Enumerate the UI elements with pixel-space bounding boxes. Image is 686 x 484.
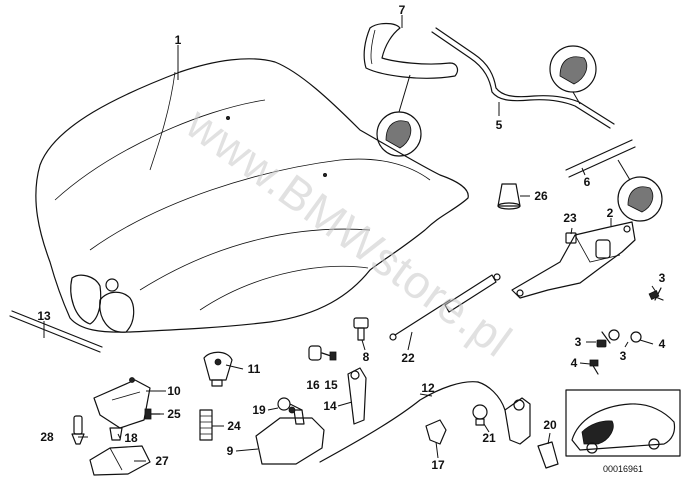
callout-25: 25 xyxy=(167,407,181,421)
part-21 xyxy=(472,404,488,426)
callout-12: 12 xyxy=(421,381,435,395)
seal-part-5 xyxy=(431,27,615,129)
callout-5: 5 xyxy=(496,118,503,132)
cable-12 xyxy=(319,381,506,463)
callout-6: 6 xyxy=(584,175,591,189)
callout-24: 24 xyxy=(227,419,241,433)
callout-labels: 1 2 3 3 3 4 4 5 6 7 8 9 10 11 12 13 14 1… xyxy=(37,3,665,472)
callout-3a: 3 xyxy=(659,271,666,285)
callout-13: 13 xyxy=(37,309,51,323)
callout-3c: 3 xyxy=(620,349,627,363)
stop-8 xyxy=(353,317,369,341)
callout-22: 22 xyxy=(401,351,415,365)
release-lever xyxy=(504,397,531,445)
cap-20 xyxy=(537,441,559,469)
callout-3b: 3 xyxy=(575,335,582,349)
callout-17: 17 xyxy=(431,458,445,472)
callout-7: 7 xyxy=(399,3,406,17)
nut-18 xyxy=(109,427,123,441)
parts-15-16 xyxy=(308,345,337,361)
seal-part-6 xyxy=(565,139,636,178)
clip-17 xyxy=(425,419,447,445)
callout-1: 1 xyxy=(175,33,182,47)
seal-profile-detail-2 xyxy=(549,45,597,105)
seal-part-7 xyxy=(363,22,459,79)
callout-16: 16 xyxy=(306,378,320,392)
callout-27: 27 xyxy=(155,454,169,468)
seal-profile-detail-3 xyxy=(617,159,663,222)
callout-23: 23 xyxy=(563,211,577,225)
callout-4b: 4 xyxy=(571,356,578,370)
reference-number: 00016961 xyxy=(603,464,643,474)
callout-19: 19 xyxy=(252,403,266,417)
callout-26: 26 xyxy=(534,189,548,203)
callout-2: 2 xyxy=(607,206,614,220)
lever-14 xyxy=(347,367,367,425)
rod-13 xyxy=(9,310,103,353)
bolts-3-4 xyxy=(589,287,664,375)
callout-20: 20 xyxy=(543,418,557,432)
callout-11: 11 xyxy=(248,362,261,376)
callout-14: 14 xyxy=(323,399,337,413)
leader-lines xyxy=(43,15,657,462)
callout-4a: 4 xyxy=(659,337,666,351)
rubber-buffer-26 xyxy=(497,183,521,210)
lock-9 xyxy=(255,406,325,465)
callout-8: 8 xyxy=(363,350,370,364)
callout-10: 10 xyxy=(167,384,181,398)
spring-24 xyxy=(199,409,213,441)
callout-28: 28 xyxy=(40,430,54,444)
car-thumbnail-inset xyxy=(565,389,681,457)
bracket-27 xyxy=(89,445,151,476)
hinge-2 xyxy=(511,221,636,299)
pin-28 xyxy=(71,415,85,445)
catch-11 xyxy=(203,351,233,387)
bonnet xyxy=(35,58,469,333)
seal-profile-detail-1 xyxy=(376,74,422,157)
callout-18: 18 xyxy=(124,431,138,445)
gas-strut-22 xyxy=(389,273,501,341)
callout-9: 9 xyxy=(227,444,234,458)
callout-15: 15 xyxy=(324,378,338,392)
bolt-19 xyxy=(277,397,303,411)
bracket-10 xyxy=(93,377,151,429)
callout-21: 21 xyxy=(482,431,496,445)
